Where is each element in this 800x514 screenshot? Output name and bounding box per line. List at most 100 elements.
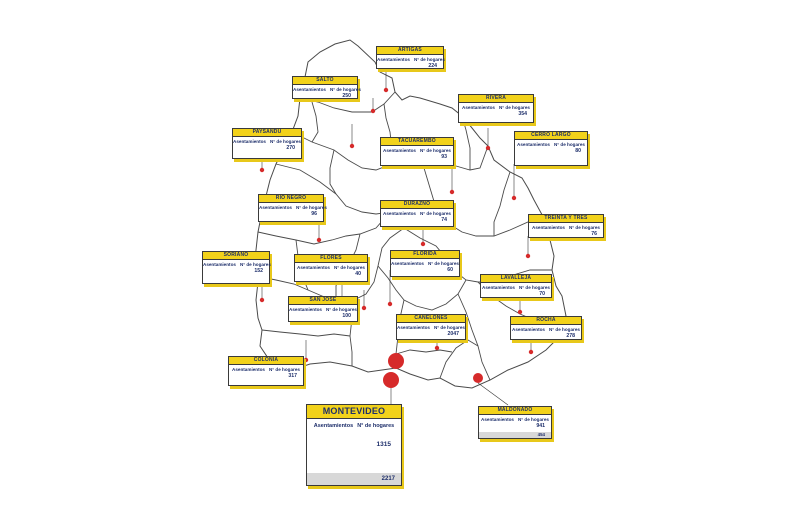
card-title: LAVALLEJA bbox=[481, 275, 551, 283]
settlements-header: Asentamientos bbox=[313, 423, 354, 429]
households-header: N° de hogares bbox=[329, 87, 361, 92]
household-count: 70 bbox=[539, 291, 545, 297]
card-footer: 454 bbox=[479, 432, 551, 438]
households-header: N° de hogares bbox=[239, 262, 271, 267]
card-title: CERRO LARGO bbox=[515, 132, 587, 140]
household-count: 941 bbox=[536, 423, 545, 429]
main-leaders bbox=[390, 382, 509, 406]
household-count: 74 bbox=[441, 217, 447, 223]
pin-artigas bbox=[383, 87, 389, 93]
pin-salto bbox=[370, 108, 376, 114]
settlements-header: Asentamientos bbox=[517, 142, 550, 147]
pin-rocha bbox=[517, 309, 523, 315]
pin-treinta-y-tres bbox=[420, 241, 426, 247]
households-header: N° de hogares bbox=[553, 142, 585, 147]
pin-colonia bbox=[303, 357, 309, 363]
settlements-header: Asentamientos bbox=[377, 57, 410, 62]
settlements-header: Asentamientos bbox=[397, 325, 430, 330]
settlements-header: Asentamientos bbox=[259, 205, 292, 210]
settlements-header: Asentamientos bbox=[293, 87, 326, 92]
pin-canelones-small bbox=[434, 345, 440, 351]
card-title: FLORIDA bbox=[391, 251, 459, 259]
footer-count: 454 bbox=[537, 432, 545, 437]
household-count: 250 bbox=[342, 93, 351, 99]
pin-san-jose bbox=[361, 305, 367, 311]
pin-rocha-2 bbox=[528, 349, 534, 355]
households-header: N° de hogares bbox=[433, 325, 465, 330]
card-title: COLONIA bbox=[229, 357, 303, 365]
card-title: RIO NEGRO bbox=[259, 195, 323, 203]
households-header: N° de hogares bbox=[419, 148, 451, 153]
settlements-header: Asentamientos bbox=[383, 148, 416, 153]
household-count: 2047 bbox=[447, 331, 459, 337]
card-title: RIVERA bbox=[459, 95, 533, 103]
card-title: ARTIGAS bbox=[377, 47, 443, 55]
household-count: 270 bbox=[286, 145, 295, 151]
households-header: N° de hogares bbox=[295, 205, 327, 210]
card-title: MONTEVIDEO bbox=[307, 405, 401, 419]
country-outline bbox=[253, 39, 567, 389]
households-header: N° de hogares bbox=[325, 307, 357, 312]
pin-cerro-largo bbox=[511, 195, 517, 201]
location-pins bbox=[259, 87, 534, 388]
household-count: 40 bbox=[355, 271, 361, 277]
pin-maldonado bbox=[473, 373, 483, 383]
pin-durazno bbox=[316, 237, 322, 243]
households-header: N° de hogares bbox=[498, 105, 530, 110]
card-title: PAYSANDÚ bbox=[233, 129, 301, 137]
card-title: ROCHA bbox=[511, 317, 581, 325]
settlements-header: Asentamientos bbox=[289, 307, 322, 312]
settlements-header: Asentamientos bbox=[383, 211, 416, 216]
card-title: SORIANO bbox=[203, 252, 269, 260]
pin-rivera bbox=[485, 145, 491, 151]
household-count: 80 bbox=[575, 148, 581, 154]
households-header: N° de hogares bbox=[413, 57, 445, 62]
pin-tacuarembo bbox=[449, 189, 455, 195]
household-count: 317 bbox=[288, 373, 297, 379]
household-count: 60 bbox=[447, 267, 453, 273]
settlements-header: Asentamientos bbox=[481, 417, 514, 422]
household-count: 152 bbox=[254, 268, 263, 274]
household-count: 278 bbox=[566, 333, 575, 339]
settlements-header: Asentamientos bbox=[203, 262, 236, 267]
pin-montevideo-large bbox=[383, 372, 399, 388]
card-title: DURAZNO bbox=[381, 201, 453, 209]
pin-paysandu bbox=[349, 143, 355, 149]
settlements-header: Asentamientos bbox=[532, 225, 565, 230]
settlements-header: Asentamientos bbox=[232, 367, 265, 372]
settlements-header: Asentamientos bbox=[512, 327, 545, 332]
pin-soriano bbox=[525, 253, 531, 259]
households-header: N° de hogares bbox=[357, 423, 395, 429]
settlements-header: Asentamientos bbox=[391, 261, 424, 266]
household-count: 96 bbox=[311, 211, 317, 217]
